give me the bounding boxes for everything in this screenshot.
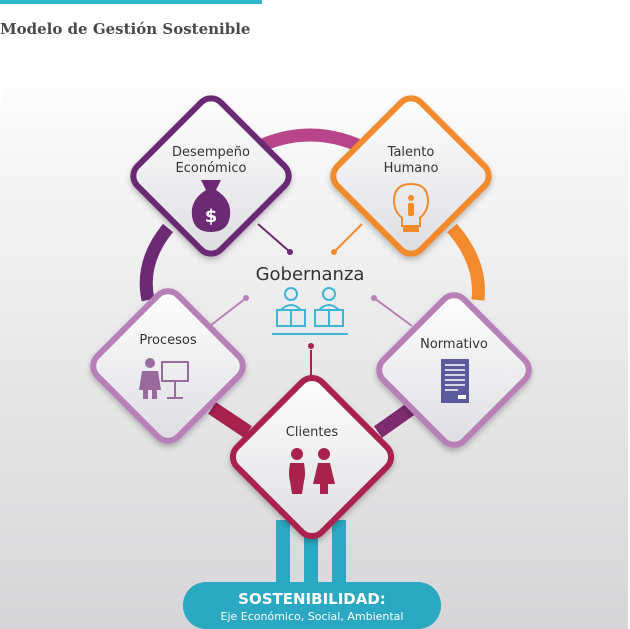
money-bag-symbol: $ [205, 206, 218, 227]
node-normativo-label: Normativo [420, 337, 488, 352]
people-icon [289, 448, 335, 494]
center-label: Gobernanza [256, 264, 365, 285]
presenter-icon [139, 358, 189, 399]
ring-arc-bottom-right [373, 402, 417, 438]
pillar-right [332, 520, 346, 590]
node-desempeno-line2: Económico [176, 161, 247, 176]
node-desempeno-line1: Desempeño [172, 145, 250, 160]
page-title: Modelo de Gestión Sostenible [0, 20, 251, 38]
node-procesos[interactable] [87, 285, 248, 446]
pillar-center [304, 535, 318, 590]
lightbulb-icon [392, 182, 430, 232]
sustainability-title: SOSTENIBILIDAD: [238, 590, 386, 608]
node-clientes[interactable] [227, 372, 397, 542]
ring-arc-left [139, 223, 174, 302]
top-accent-bar [0, 0, 262, 4]
node-talento-line2: Humano [384, 161, 439, 176]
pillar-left [276, 520, 290, 590]
governance-icon [272, 287, 348, 335]
ring-arc-bottom-left [208, 402, 252, 438]
node-desempeno-economico[interactable] [128, 93, 295, 260]
node-clientes-label: Clientes [286, 425, 339, 440]
connector-lines [209, 223, 413, 378]
node-talento-humano[interactable] [328, 93, 495, 260]
node-talento-line1: Talento [387, 145, 435, 160]
document-icon [441, 359, 469, 403]
node-procesos-label: Procesos [139, 333, 196, 348]
money-bag-icon: $ [191, 180, 231, 232]
sustainability-bar [183, 582, 441, 629]
sustainability-subtitle: Eje Económico, Social, Ambiental [221, 610, 404, 623]
ring-arc-right [447, 223, 485, 301]
